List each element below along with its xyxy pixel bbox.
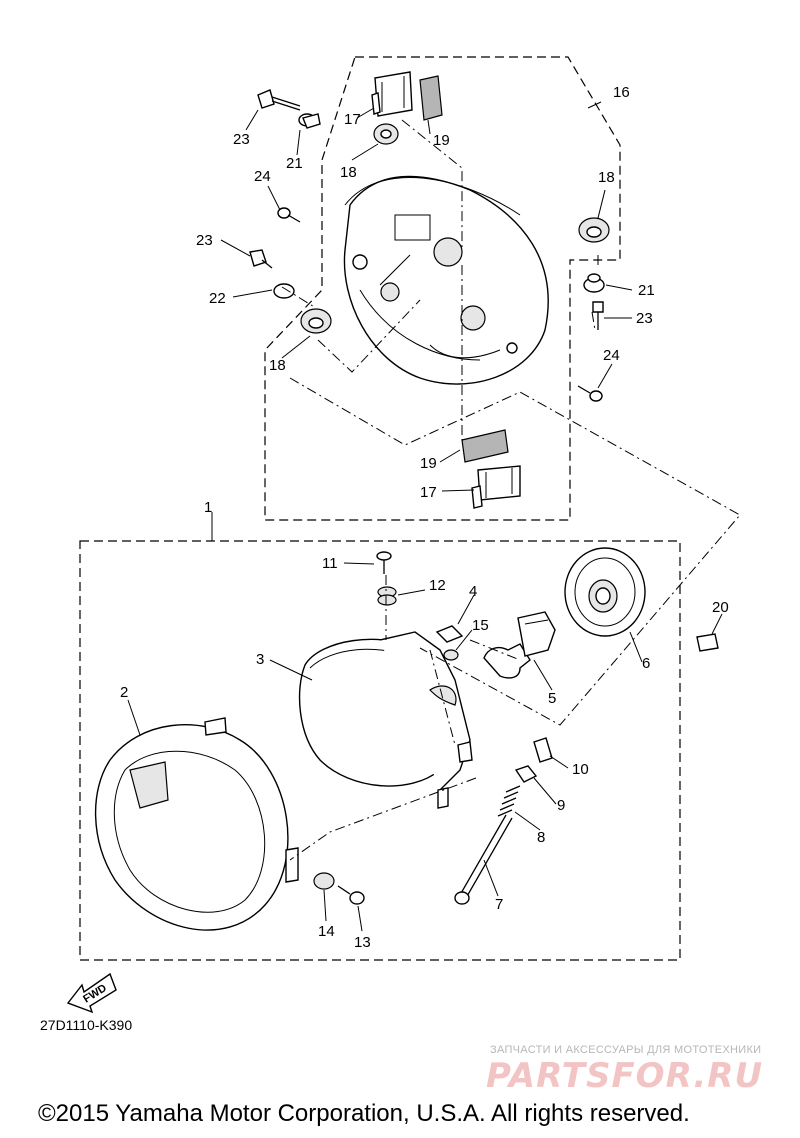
part-label-19-bottom: 19 <box>420 455 437 472</box>
pad-19-bottom <box>461 429 509 463</box>
catalog-code: 27D1110-K390 <box>40 1017 133 1033</box>
grommet-18-top <box>373 123 399 145</box>
part-label-17-bottom: 17 <box>420 484 437 501</box>
watermark-logo: PARTSFOR.RU <box>486 1056 764 1096</box>
part-label-17-top: 17 <box>344 111 361 128</box>
collar-21-top <box>298 113 321 129</box>
copyright-notice: ©2015 Yamaha Motor Corporation, U.S.A. A… <box>38 1100 690 1127</box>
part-label-2: 2 <box>120 684 128 701</box>
part-label-20: 20 <box>712 599 729 616</box>
watermark-tagline: ЗАПЧАСТИ И АКСЕССУАРЫ ДЛЯ МОТОТЕХНИКИ <box>490 1044 762 1056</box>
screw-24-top <box>277 207 301 223</box>
group-16-outline <box>264 56 621 521</box>
grommet-12 <box>377 586 397 606</box>
leader-lines <box>127 101 723 932</box>
assembly-lines <box>281 119 741 861</box>
part-label-10: 10 <box>572 761 589 778</box>
washer-22 <box>273 283 295 299</box>
part-label-23-top: 23 <box>233 131 250 148</box>
screw-13 <box>337 885 365 905</box>
part-label-16: 16 <box>613 84 630 101</box>
part-label-11: 11 <box>322 555 338 572</box>
clamp-17-bottom <box>471 465 521 509</box>
fwd-arrow-icon: FWD <box>66 972 117 1014</box>
grommet-18-right <box>578 217 610 243</box>
grommet-15 <box>443 649 459 661</box>
cover-6 <box>564 547 646 637</box>
nut-9 <box>514 765 538 783</box>
spring-8 <box>497 785 521 817</box>
rim-2 <box>94 717 299 931</box>
collar-21-right <box>583 273 605 293</box>
part-label-23-left: 23 <box>196 232 213 249</box>
part-label-22: 22 <box>209 290 226 307</box>
nut-4 <box>435 625 464 643</box>
part-label-14: 14 <box>318 923 335 940</box>
collar-10 <box>533 737 553 763</box>
part-label-13: 13 <box>354 934 371 951</box>
bulb-5 <box>483 611 556 679</box>
part-label-18-right: 18 <box>598 169 615 186</box>
part-label-9: 9 <box>557 797 565 814</box>
clamp-17-top <box>371 71 413 117</box>
reflector-3 <box>298 631 473 809</box>
part-label-15: 15 <box>472 617 489 634</box>
part-label-6: 6 <box>642 655 650 672</box>
part-label-24-top: 24 <box>254 168 271 185</box>
part-label-4: 4 <box>469 583 477 600</box>
bolt-7 <box>454 814 513 905</box>
part-label-7: 7 <box>495 896 503 913</box>
grommet-18-left <box>300 308 332 334</box>
part-label-21-top: 21 <box>286 155 303 172</box>
label-20 <box>696 633 719 652</box>
group-1-outline <box>79 540 681 961</box>
bolt-23-top <box>257 89 301 111</box>
screw-24-right <box>577 385 603 402</box>
part-label-3: 3 <box>256 651 264 668</box>
bolt-23-right <box>592 301 604 330</box>
part-label-24-right: 24 <box>603 347 620 364</box>
part-label-19-top: 19 <box>433 132 450 149</box>
headlight-housing <box>343 175 549 385</box>
part-label-23-right: 23 <box>636 310 653 327</box>
bolt-23-left <box>249 249 273 269</box>
screw-11 <box>376 551 392 574</box>
pad-19-top <box>419 75 443 121</box>
part-label-21-right: 21 <box>638 282 655 299</box>
part-label-5: 5 <box>548 690 556 707</box>
part-label-18-left: 18 <box>269 357 286 374</box>
part-labels: 1 2 3 4 5 6 7 8 9 10 11 12 13 14 15 16 1… <box>120 84 729 951</box>
part-label-1: 1 <box>204 499 212 516</box>
part-label-18-top: 18 <box>340 164 357 181</box>
part-label-8: 8 <box>537 829 545 846</box>
part-label-12: 12 <box>429 577 446 594</box>
grommet-14 <box>313 872 335 890</box>
